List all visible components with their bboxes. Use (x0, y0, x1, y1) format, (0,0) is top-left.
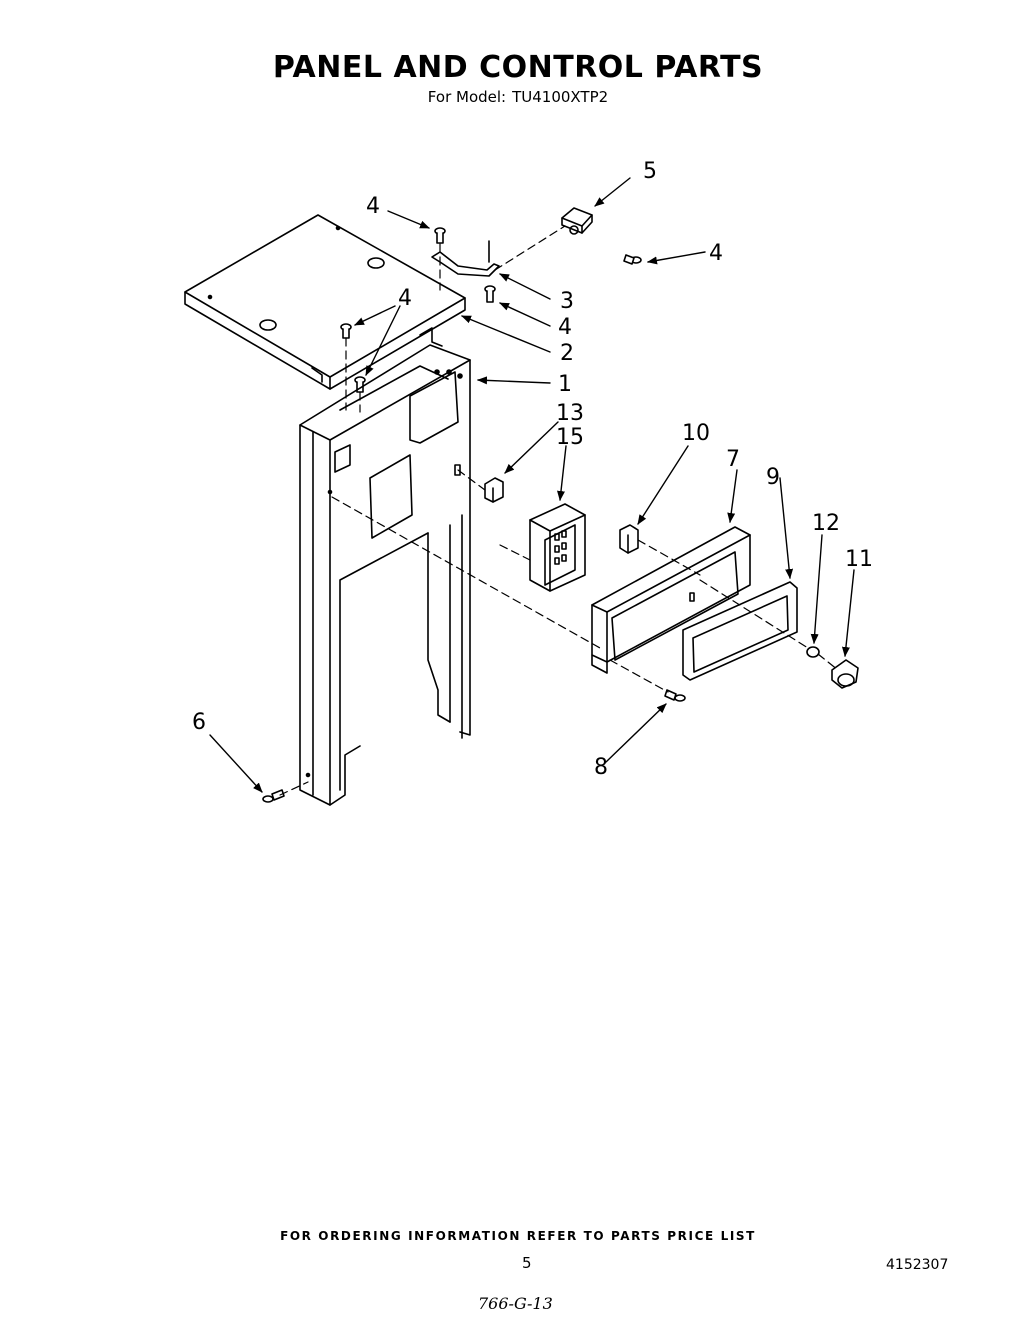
wire-clip (484, 477, 504, 503)
control-panel-frame (591, 526, 751, 674)
ordering-note: FOR ORDERING INFORMATION REFER TO PARTS … (280, 1229, 756, 1243)
mounting-bracket (431, 240, 500, 277)
screw-4-top (434, 227, 446, 244)
callout-11: 11 (845, 547, 873, 572)
document-number: 4152307 (886, 1257, 949, 1273)
assembly-lines (279, 225, 839, 796)
callout-2: 2 (560, 341, 574, 366)
leader-arrows (209, 177, 855, 793)
callout-6: 6 (192, 710, 206, 735)
screw-4-bracket (484, 285, 496, 303)
callout-12: 12 (812, 511, 840, 536)
callout-9: 9 (766, 465, 780, 490)
knob-bushing (806, 646, 820, 658)
callout-4-left: 4 (398, 286, 412, 311)
callout-4-bracket: 4 (558, 315, 572, 340)
screw-6 (262, 789, 285, 803)
page-number: 5 (522, 1254, 532, 1272)
page-title: PANEL AND CONTROL PARTS (272, 50, 764, 85)
side-frame-panel (299, 327, 471, 806)
callout-3: 3 (560, 289, 574, 314)
callout-15: 15 (556, 425, 584, 450)
handwritten-code: 766-G-13 (478, 1294, 553, 1313)
callout-5: 5 (643, 159, 657, 184)
callout-1: 1 (558, 372, 572, 397)
callout-4-switch: 4 (709, 241, 723, 266)
top-cover-panel (184, 214, 466, 390)
screw-4-switch (623, 254, 642, 265)
lamp-socket (619, 524, 639, 554)
control-knob (831, 659, 859, 689)
screws (262, 227, 686, 803)
callout-4-top: 4 (366, 194, 380, 219)
callout-10: 10 (682, 421, 710, 446)
model-label: For Model: (427, 88, 507, 106)
callout-labels: 5 4 4 4 3 4 2 1 13 15 10 7 9 12 11 6 8 (192, 159, 873, 780)
callout-8: 8 (594, 755, 608, 780)
callout-7: 7 (726, 447, 740, 472)
callout-13: 13 (556, 401, 584, 426)
control-module (529, 503, 586, 592)
model-subtitle: For Model: TU4100XTP2 (0, 88, 1036, 106)
screw-4-left-upper (340, 323, 352, 339)
control-panel-insert (682, 581, 798, 681)
model-number: TU4100XTP2 (512, 88, 609, 106)
switch-component (561, 207, 593, 235)
